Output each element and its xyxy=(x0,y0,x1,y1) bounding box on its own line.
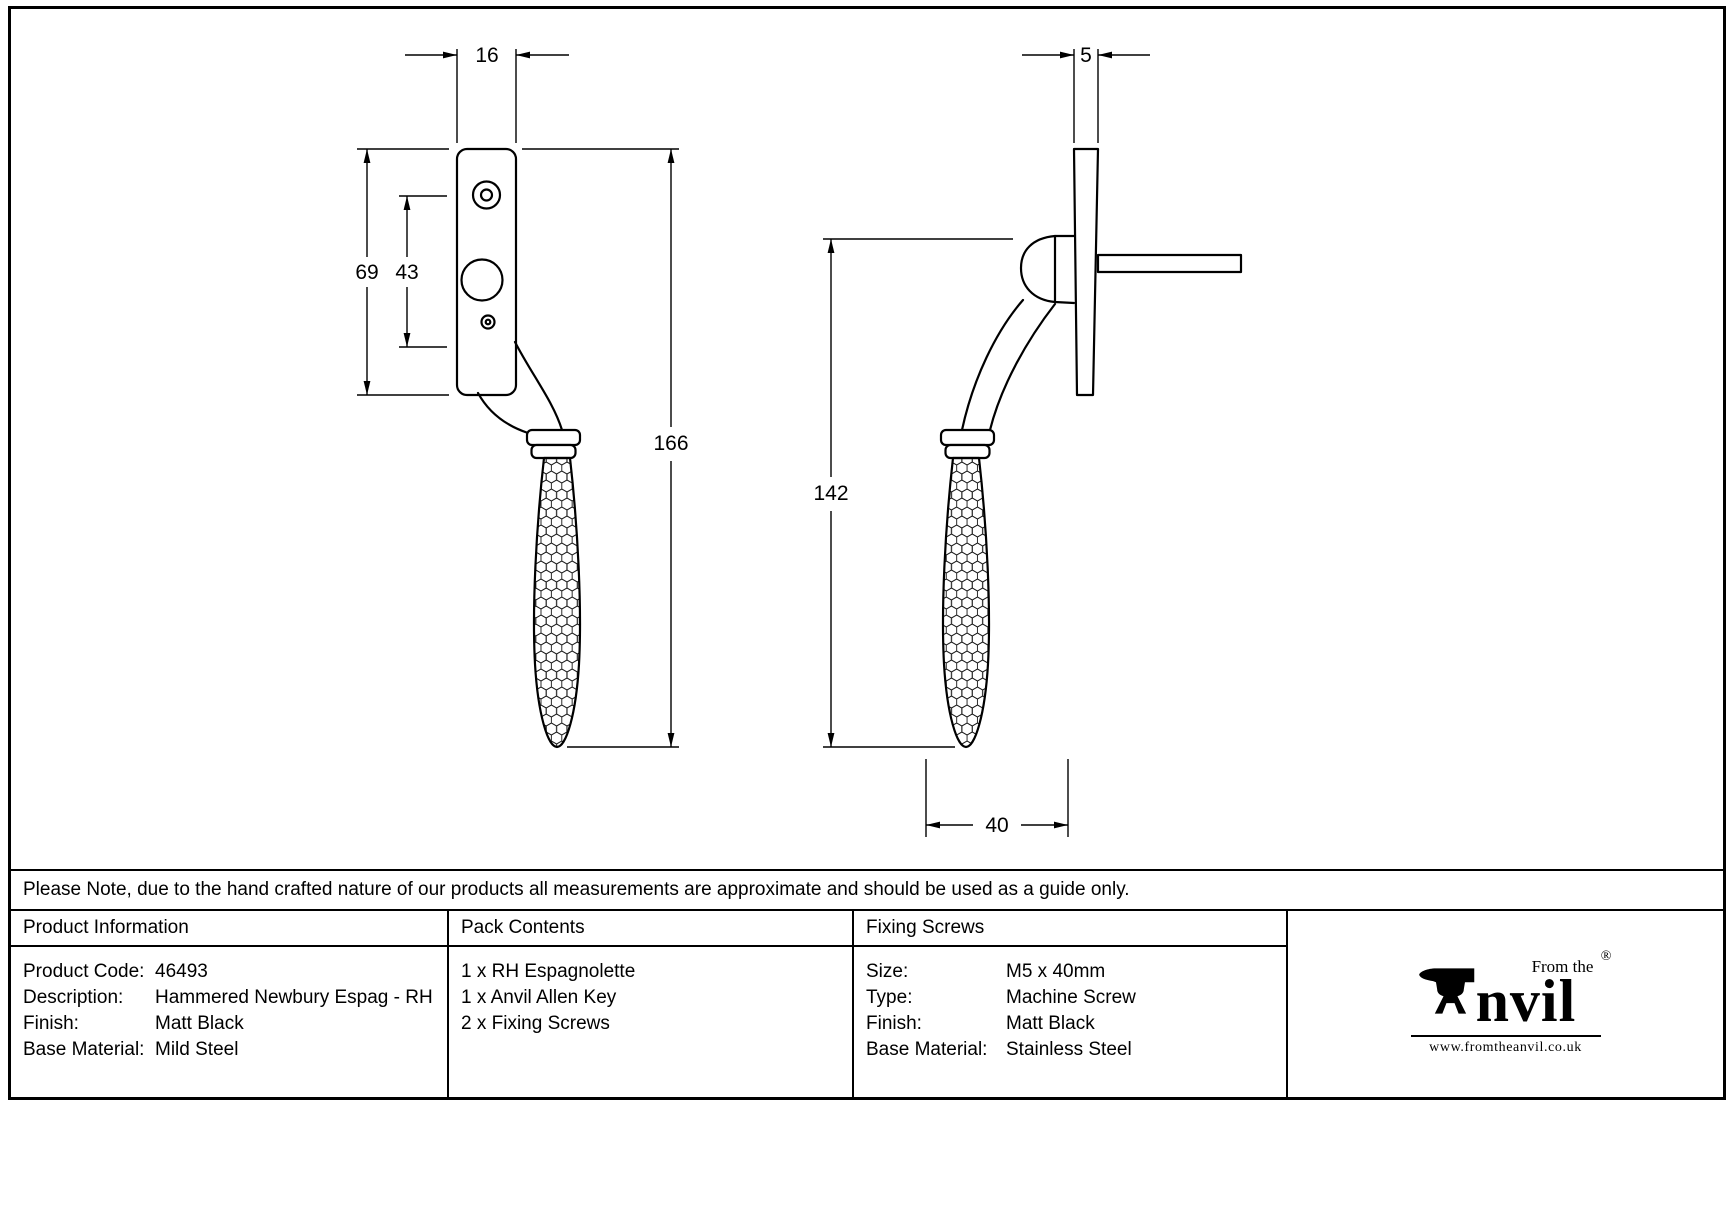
anvil-icon xyxy=(1418,967,1474,1014)
dim-side-thickness: 5 xyxy=(1080,44,1092,67)
side-neck-left-edge xyxy=(960,298,1025,432)
screw-size-value: M5 x 40mm xyxy=(1006,961,1106,982)
header-fixing-screws: Fixing Screws xyxy=(854,911,1288,947)
front-neck-left-edge xyxy=(476,391,530,435)
header-product-information: Product Information xyxy=(11,911,449,947)
side-spindle xyxy=(1096,253,1243,274)
note-bar: Please Note, due to the hand crafted nat… xyxy=(11,869,1723,909)
screw-finish-value: Matt Black xyxy=(1006,1013,1095,1034)
product-code-value: 46493 xyxy=(155,961,208,982)
finish-row: Finish: Matt Black xyxy=(23,1011,435,1037)
side-neck-right-edge xyxy=(988,302,1057,432)
base-material-value: Mild Steel xyxy=(155,1039,239,1060)
dim-front-height-outer: 69 xyxy=(355,261,378,284)
product-code-row: Product Code: 46493 xyxy=(23,959,435,985)
front-collar-lower xyxy=(530,443,577,460)
dim-front-total: 166 xyxy=(653,432,688,455)
front-view-dimensions xyxy=(357,49,679,748)
registered-mark: ® xyxy=(1600,948,1612,964)
screw-type-label: Type: xyxy=(866,987,913,1008)
screw-base-material-value: Stainless Steel xyxy=(1006,1039,1132,1060)
description-label: Description: xyxy=(23,987,124,1008)
side-hammered-grip xyxy=(941,456,991,749)
description-row: Description: Hammered Newbury Espag - RH xyxy=(23,985,435,1011)
note-text: Please Note, due to the hand crafted nat… xyxy=(23,879,1130,900)
screw-type-value: Machine Screw xyxy=(1006,987,1136,1008)
side-view xyxy=(939,147,1243,749)
screw-base-material-row: Base Material: Stainless Steel xyxy=(866,1037,1274,1063)
dim-side-depth: 40 xyxy=(985,814,1008,837)
front-collar-upper xyxy=(525,428,582,447)
brand-logo: From the nvil ® www.fromtheanvil.co.uk xyxy=(1288,911,1723,1097)
side-backplate xyxy=(1072,147,1100,397)
front-hammered-grip xyxy=(532,456,582,749)
dim-front-height-inner: 43 xyxy=(395,261,418,284)
screw-size-label: Size: xyxy=(866,961,909,982)
brand-wordmark: From the nvil xyxy=(1475,956,1594,1034)
header-pack-contents: Pack Contents xyxy=(449,911,854,947)
finish-label: Finish: xyxy=(23,1013,79,1034)
dim-side-height: 142 xyxy=(813,482,848,505)
pack-item: 1 x Anvil Allen Key xyxy=(461,987,617,1008)
side-collar-upper xyxy=(939,428,996,447)
info-table: Product Information Pack Contents Fixing… xyxy=(11,909,1723,1097)
finish-value: Matt Black xyxy=(155,1013,244,1034)
spec-sheet: 16 69 43 166 xyxy=(8,6,1726,1100)
product-information-cell: Product Code: 46493 Description: Hammere… xyxy=(11,947,449,1097)
brand-url: www.fromtheanvil.co.uk xyxy=(1410,1034,1601,1056)
front-neck-right-edge xyxy=(513,340,564,432)
side-view-dimensions xyxy=(823,49,1150,837)
pack-item: 2 x Fixing Screws xyxy=(461,1013,610,1034)
side-handle-nose xyxy=(1019,234,1076,305)
product-code-label: Product Code: xyxy=(23,961,145,982)
front-view xyxy=(455,147,582,749)
description-value: Hammered Newbury Espag - RH xyxy=(155,987,433,1008)
technical-drawing: 16 69 43 166 xyxy=(11,9,1723,869)
side-collar-lower xyxy=(944,443,991,460)
drawing-svg: 16 69 43 166 xyxy=(355,44,1243,837)
screw-size-row: Size: M5 x 40mm xyxy=(866,959,1274,985)
front-spindle-boss xyxy=(460,258,504,302)
pack-contents-cell: 1 x RH Espagnolette 1 x Anvil Allen Key … xyxy=(449,947,854,1097)
base-material-row: Base Material: Mild Steel xyxy=(23,1037,435,1063)
base-material-label: Base Material: xyxy=(23,1039,145,1060)
screw-finish-row: Finish: Matt Black xyxy=(866,1011,1274,1037)
brand-tagline: From the xyxy=(1531,956,1594,976)
brand-name-text: nvil xyxy=(1475,967,1577,1034)
dim-front-width: 16 xyxy=(475,44,498,67)
screw-base-material-label: Base Material: xyxy=(866,1039,988,1060)
pack-item: 1 x RH Espagnolette xyxy=(461,961,636,982)
brand-logo-main: From the nvil ® xyxy=(1418,949,1611,1034)
screw-type-row: Type: Machine Screw xyxy=(866,985,1274,1011)
screw-finish-label: Finish: xyxy=(866,1013,922,1034)
fixing-screws-cell: Size: M5 x 40mm Type: Machine Screw Fini… xyxy=(854,947,1288,1097)
